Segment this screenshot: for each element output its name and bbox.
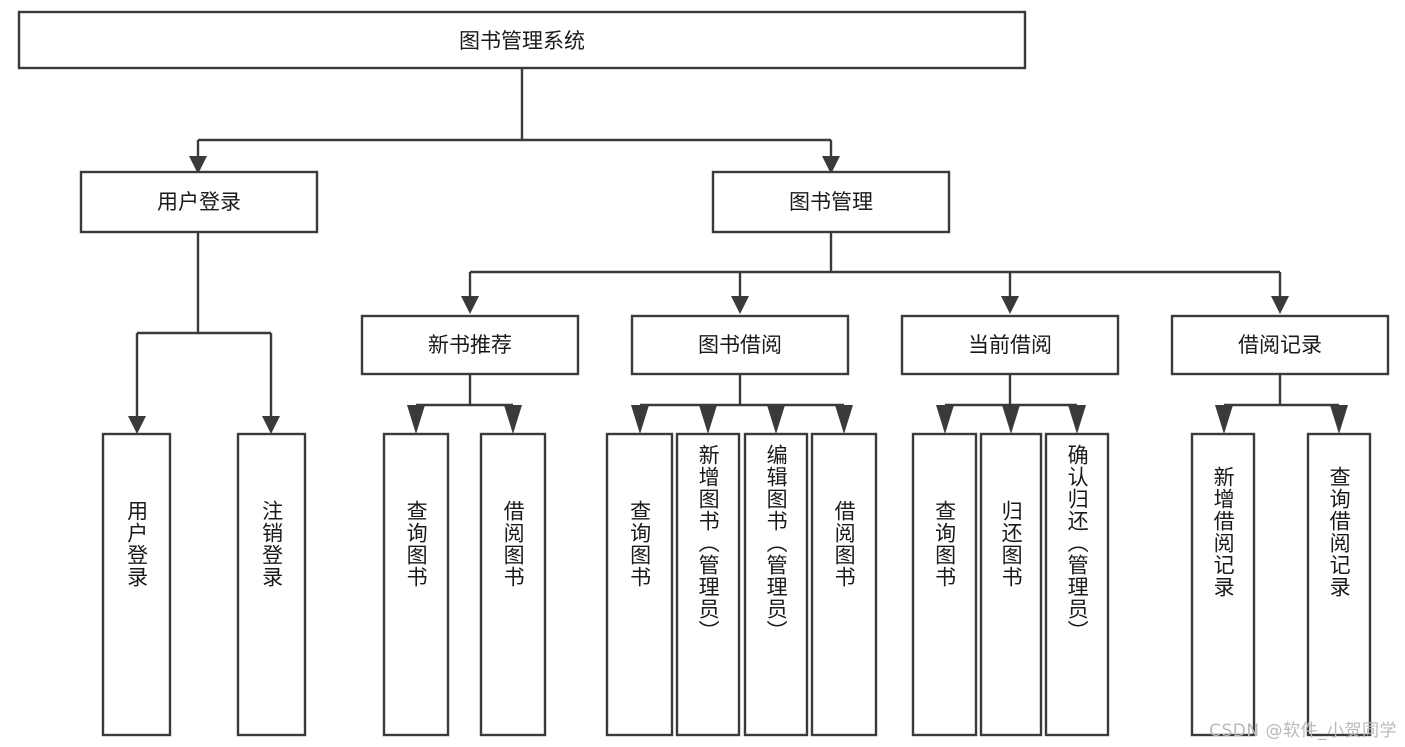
node-new-book-rec-label: 新书推荐 <box>428 333 512 357</box>
arrow-head-current-borrow <box>1001 296 1019 314</box>
arrow-head-leaf-return-book <box>1002 405 1020 434</box>
node-user-login[interactable] <box>79 170 319 234</box>
node-leaf-query-book-3[interactable] <box>911 432 978 737</box>
node-leaf-edit-book[interactable] <box>743 432 809 737</box>
arrow-head-leaf-user-login <box>128 416 146 434</box>
node-leaf-add-book[interactable] <box>675 432 741 737</box>
node-leaf-query-book-1[interactable] <box>382 432 450 737</box>
arrow-head-leaf-query-record <box>1330 405 1348 434</box>
node-leaf-add-record[interactable] <box>1190 432 1256 737</box>
watermark-text: CSDN @软件_小贺同学 <box>1209 721 1397 741</box>
node-leaf-borrow-book-1[interactable] <box>479 432 547 737</box>
arrow-head-borrow-record <box>1271 296 1289 314</box>
node-leaf-query-book-2[interactable] <box>605 432 674 737</box>
arrow-head-leaf-confirm-return <box>1068 405 1086 434</box>
node-leaf-confirm-return[interactable] <box>1044 432 1110 737</box>
arrow-head-book-manage <box>822 156 840 174</box>
arrow-head-leaf-query-book-3 <box>936 405 954 434</box>
node-leaf-logout[interactable] <box>236 432 307 737</box>
node-root-label: 图书管理系统 <box>459 29 585 53</box>
node-current-borrow-label: 当前借阅 <box>968 333 1052 357</box>
arrow-head-leaf-add-record <box>1215 405 1233 434</box>
node-borrow-record-label: 借阅记录 <box>1238 333 1322 357</box>
node-layer: 图书管理系统 用户登录 图书管理 新书推荐 图书借阅 当前借阅 借阅记录 <box>17 10 1390 737</box>
node-book-manage[interactable] <box>711 170 951 234</box>
node-leaf-query-record[interactable] <box>1306 432 1372 737</box>
arrow-head-leaf-edit-book <box>767 405 785 434</box>
node-borrow-record[interactable] <box>1170 314 1390 376</box>
arrow-head-leaf-add-book <box>699 405 717 434</box>
node-current-borrow[interactable] <box>900 314 1120 376</box>
node-leaf-return-book[interactable] <box>979 432 1043 737</box>
node-new-book-rec[interactable] <box>360 314 580 376</box>
arrow-head-leaf-query-book-2 <box>631 405 649 434</box>
arrow-head-book-borrow <box>731 296 749 314</box>
node-root[interactable] <box>17 10 1027 70</box>
connector-layer <box>128 68 1348 434</box>
arrow-head-leaf-borrow-book-1 <box>504 405 522 434</box>
node-book-borrow-label: 图书借阅 <box>698 333 782 357</box>
node-leaf-user-login[interactable] <box>101 432 172 737</box>
node-leaf-borrow-book-2[interactable] <box>810 432 878 737</box>
node-book-borrow[interactable] <box>630 314 850 376</box>
arrow-head-user-login <box>189 156 207 174</box>
arrow-head-leaf-query-book-1 <box>407 405 425 434</box>
node-book-manage-label: 图书管理 <box>789 190 873 214</box>
arrow-head-leaf-logout <box>262 416 280 434</box>
arrow-head-leaf-borrow-book-2 <box>835 405 853 434</box>
arrow-head-new-book-rec <box>461 296 479 314</box>
node-user-login-label: 用户登录 <box>157 190 241 214</box>
